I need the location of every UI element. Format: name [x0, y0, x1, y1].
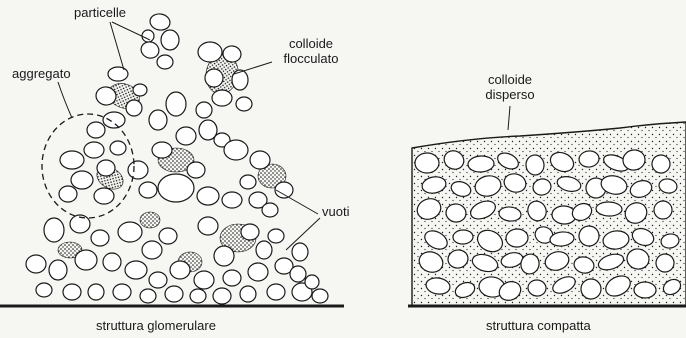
particle: [256, 241, 272, 259]
particle: [187, 162, 205, 178]
particle: [240, 175, 256, 189]
particle: [26, 255, 46, 273]
aggregato-leader: [58, 82, 72, 118]
colloide-disperso-line1: colloide: [470, 72, 550, 87]
colloide-disperso-line2: disperso: [470, 87, 550, 102]
particle: [71, 171, 93, 189]
particle: [453, 230, 473, 245]
vuoti-label: vuoti: [322, 204, 349, 219]
particle: [149, 12, 171, 31]
particle: [267, 284, 285, 300]
particle: [103, 253, 121, 271]
particle: [213, 288, 231, 304]
particle: [176, 127, 196, 145]
particle: [212, 90, 232, 106]
particle: [275, 182, 293, 198]
aggregato-label: aggregato: [12, 66, 71, 81]
particle: [580, 278, 601, 299]
particle: [142, 241, 162, 259]
particle: [292, 243, 308, 261]
particle: [157, 55, 173, 69]
particle: [415, 153, 439, 173]
particle: [654, 201, 672, 219]
particle: [94, 188, 114, 204]
particle: [152, 142, 172, 158]
compact-structure: [408, 122, 686, 306]
colloide-flocculato-leader: [234, 62, 272, 74]
particle: [596, 202, 622, 217]
particle: [240, 286, 256, 302]
particle: [158, 174, 194, 202]
particle: [161, 30, 179, 50]
particle: [236, 97, 252, 111]
particelle-label: particelle: [74, 5, 126, 20]
particle: [63, 284, 81, 300]
particle: [139, 39, 161, 60]
colloide-flocculato-label: colloide flocculato: [270, 36, 352, 66]
particle: [103, 112, 125, 128]
particle: [128, 161, 148, 179]
particle: [232, 70, 248, 90]
particle: [142, 30, 154, 42]
particle: [312, 289, 328, 303]
particle: [305, 275, 319, 289]
particle: [222, 192, 242, 208]
particle: [36, 283, 52, 297]
particle: [197, 187, 219, 205]
particle: [165, 286, 183, 302]
particle: [159, 228, 177, 244]
particle: [88, 284, 104, 300]
colloide-flocculato-line2: flocculato: [270, 51, 352, 66]
glomerular-caption: struttura glomerulare: [96, 318, 216, 333]
particle: [290, 266, 306, 282]
particle: [125, 261, 147, 279]
particle: [110, 141, 126, 155]
particle: [118, 222, 142, 242]
particle: [60, 151, 84, 169]
particle: [87, 122, 105, 138]
particle: [108, 67, 128, 81]
particle: [190, 289, 206, 303]
particle: [133, 84, 147, 96]
particle: [248, 263, 268, 281]
particle: [250, 151, 270, 169]
particle: [205, 69, 223, 87]
particle: [59, 186, 77, 202]
particle: [140, 289, 156, 303]
particle: [198, 217, 218, 235]
colloide-disperso-leader: [508, 106, 510, 130]
particle: [241, 224, 259, 240]
particelle-leader: [110, 22, 124, 70]
particle: [634, 282, 656, 298]
particle: [149, 110, 167, 130]
particle: [170, 261, 190, 279]
colloide-disperso-label: colloide disperso: [470, 72, 550, 102]
particle: [268, 229, 284, 243]
particle: [214, 246, 234, 266]
particle: [126, 100, 142, 116]
particle: [198, 42, 222, 62]
particle: [44, 218, 64, 242]
particle: [194, 271, 214, 289]
particle: [113, 284, 131, 300]
particle: [262, 203, 278, 217]
compact-caption: struttura compatta: [486, 318, 591, 333]
particle: [84, 142, 104, 158]
particle: [91, 230, 109, 246]
colloide-flocculato-line1: colloide: [270, 36, 352, 51]
particle: [224, 140, 248, 160]
vuoti-leader: [276, 190, 318, 214]
particle: [139, 182, 157, 198]
flocculated-colloid-patch: [140, 212, 160, 228]
particle: [166, 92, 186, 116]
particle: [149, 272, 167, 288]
particle: [223, 270, 241, 286]
particle: [196, 102, 212, 118]
particle: [97, 160, 115, 176]
particle: [49, 260, 67, 280]
particle: [75, 250, 97, 270]
